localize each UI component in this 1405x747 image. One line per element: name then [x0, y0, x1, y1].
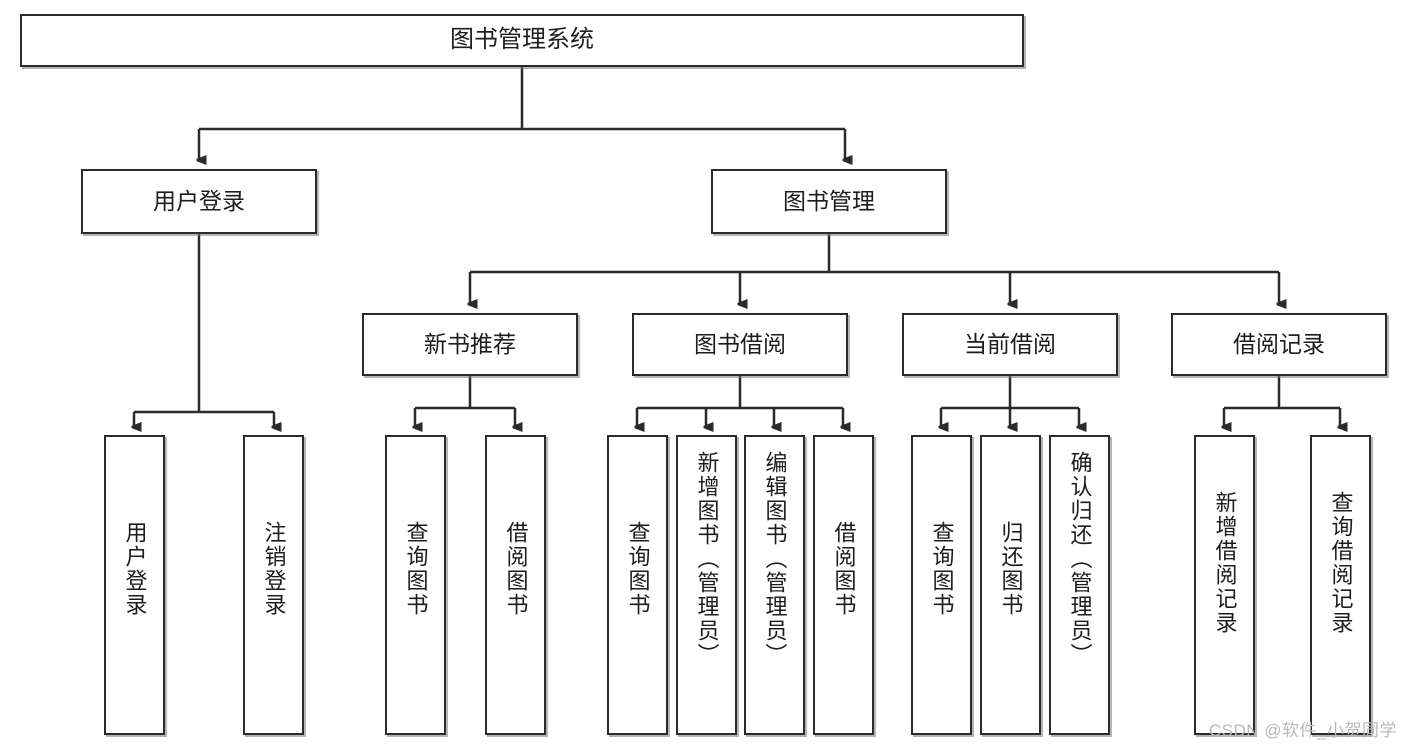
node-label: 用户登录 [122, 521, 148, 617]
node-book-borrow[interactable]: 图书借阅 [632, 313, 848, 376]
node-label: 图书管理 [783, 187, 875, 214]
leaf-query-book-current[interactable]: 查询图书 [911, 435, 972, 735]
node-borrow-record[interactable]: 借阅记录 [1171, 313, 1387, 376]
node-book-management[interactable]: 图书管理 [711, 169, 947, 234]
node-user-login[interactable]: 用户登录 [81, 169, 317, 234]
node-label: 注销登录 [261, 521, 287, 617]
leaf-borrow-book-recommend[interactable]: 借阅图书 [485, 435, 546, 735]
leaf-user-login[interactable]: 用户登录 [104, 435, 165, 735]
leaf-edit-book-admin[interactable]: 编辑图书（管理员） [744, 435, 805, 735]
node-new-book-recommend[interactable]: 新书推荐 [362, 313, 578, 376]
leaf-return-book[interactable]: 归还图书 [980, 435, 1041, 735]
node-root-system[interactable]: 图书管理系统 [20, 14, 1024, 67]
node-label: 确认归还（管理员） [1067, 451, 1093, 667]
node-label: 查询图书 [403, 521, 429, 617]
node-label: 当前借阅 [964, 330, 1056, 357]
leaf-query-book-recommend[interactable]: 查询图书 [385, 435, 446, 735]
leaf-query-book-borrow[interactable]: 查询图书 [607, 435, 668, 735]
leaf-logout[interactable]: 注销登录 [243, 435, 304, 735]
leaf-add-borrow-record[interactable]: 新增借阅记录 [1194, 435, 1255, 735]
node-label: 查询图书 [625, 521, 651, 617]
node-label: 查询图书 [929, 521, 955, 617]
node-current-borrow[interactable]: 当前借阅 [902, 313, 1118, 376]
node-label: 借阅记录 [1233, 330, 1325, 357]
leaf-add-book-admin[interactable]: 新增图书（管理员） [676, 435, 737, 735]
node-label: 新增借阅记录 [1212, 491, 1238, 635]
leaf-borrow-book[interactable]: 借阅图书 [813, 435, 874, 735]
leaf-query-borrow-record[interactable]: 查询借阅记录 [1310, 435, 1371, 735]
node-label: 归还图书 [998, 521, 1024, 617]
node-label: 新增图书（管理员） [694, 451, 720, 667]
node-label: 图书借阅 [694, 330, 786, 357]
csdn-watermark: CSDN @软件_小贺同学 [1208, 721, 1397, 740]
leaf-confirm-return-admin[interactable]: 确认归还（管理员） [1049, 435, 1110, 735]
node-label: 查询借阅记录 [1328, 491, 1354, 635]
node-label: 新书推荐 [424, 330, 516, 357]
node-label: 编辑图书（管理员） [762, 451, 788, 667]
node-label: 用户登录 [153, 187, 245, 214]
node-label: 图书管理系统 [450, 26, 594, 54]
node-label: 借阅图书 [831, 521, 857, 617]
node-label: 借阅图书 [503, 521, 529, 617]
